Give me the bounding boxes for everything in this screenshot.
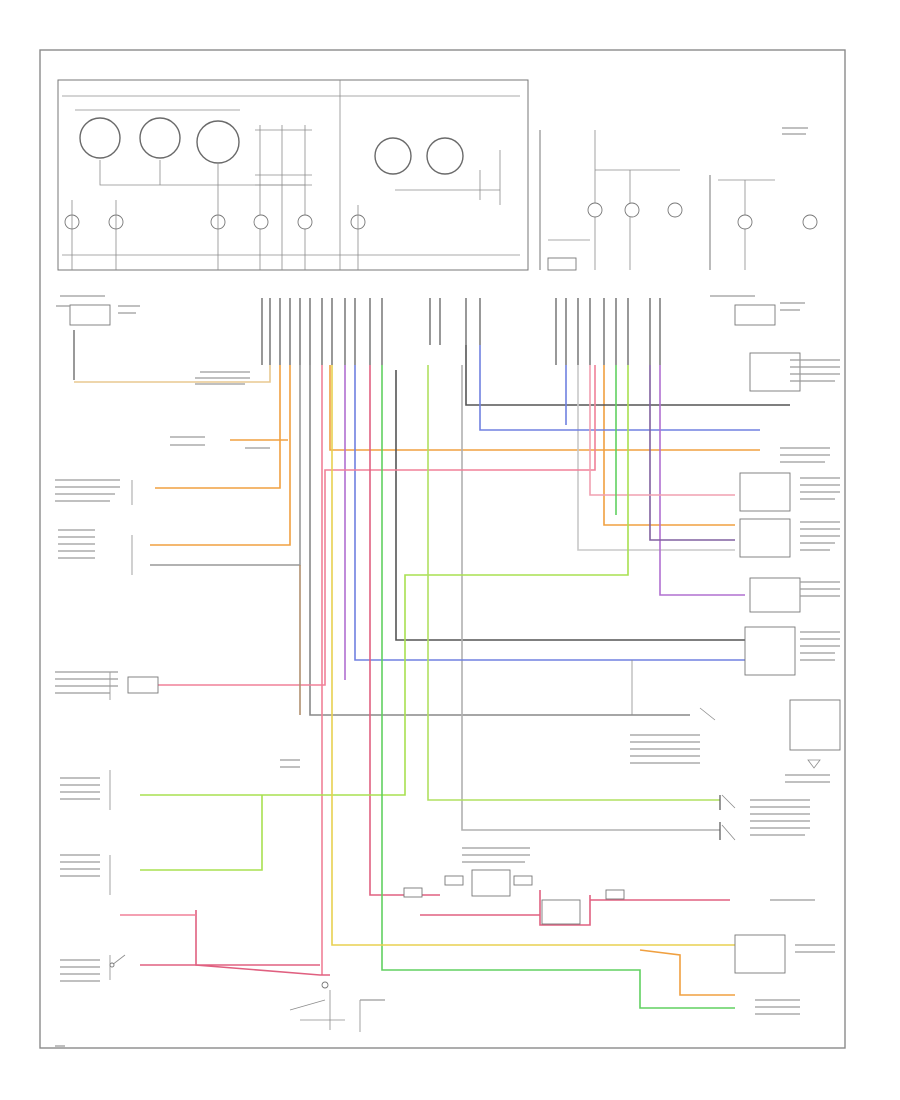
gauge-circle (79, 117, 121, 159)
gauge-circle (374, 137, 412, 175)
warning-lamp-group (539, 130, 818, 271)
illegible-label-marks (55, 127, 840, 1047)
fuse-block-left (69, 304, 111, 380)
gauge-circle (196, 120, 240, 164)
wire-harness (74, 345, 790, 1009)
left-components (109, 480, 159, 980)
right-components (631, 352, 841, 974)
instrument-cluster-box (57, 79, 529, 271)
fuse-block-right (734, 304, 776, 326)
bottom-components (289, 869, 625, 1032)
cluster-connector-pins (261, 298, 661, 365)
gauge-circle (139, 117, 181, 159)
gauge-circle (426, 137, 464, 175)
diagram-frame (39, 49, 846, 1049)
indicator-lamp-row (64, 214, 366, 230)
